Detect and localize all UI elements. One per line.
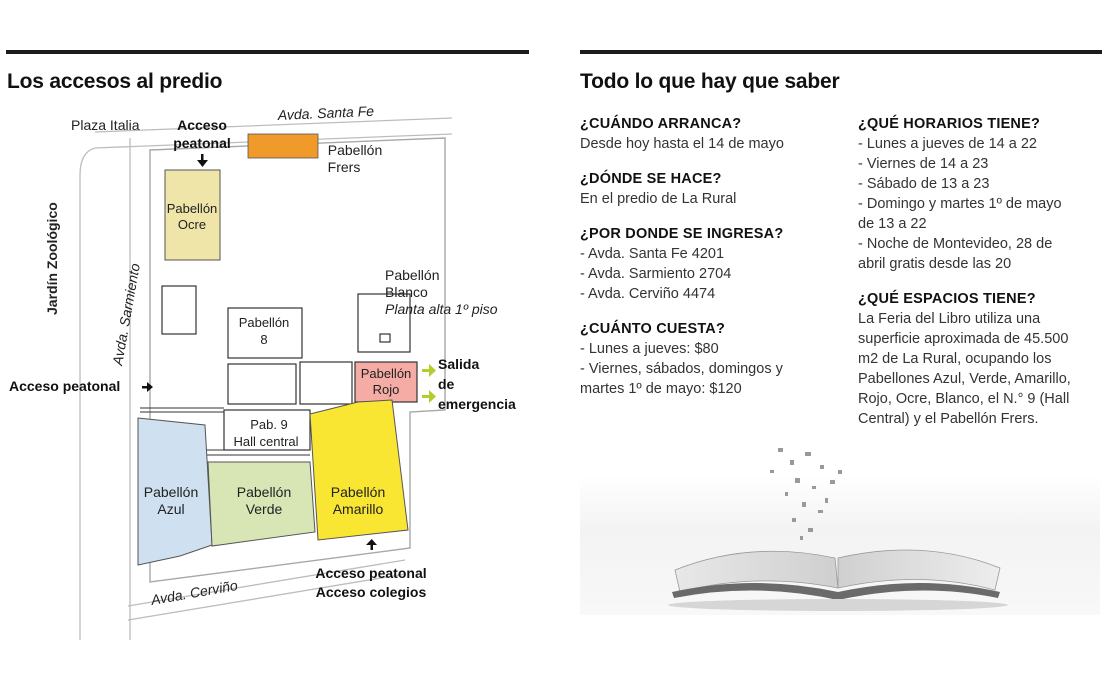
label-azul-2: Azul [157, 501, 184, 517]
label-ocre-2: Ocre [178, 217, 206, 232]
label-p8-1: Pabellón [239, 315, 290, 330]
answer-spaces: La Feria del Libro utiliza una superfici… [858, 311, 1071, 427]
answer-cost: - Lunes a jueves: $80 - Viernes, sábados… [580, 341, 783, 397]
answer-entrance: - Avda. Santa Fe 4201 - Avda. Sarmiento … [580, 246, 732, 302]
access-top-arrow-icon [197, 154, 208, 167]
access-top-1: Acceso [177, 117, 227, 133]
question-entrance: ¿POR DONDE SE INGRESA? [580, 226, 784, 242]
exit-2: de [438, 376, 455, 392]
label-verde-1: Pabellón [237, 484, 292, 500]
question-when: ¿CUÁNDO ARRANCA? [580, 116, 742, 132]
pavilion-frers-shape [247, 133, 319, 159]
answer-where: En el predio de La Rural [580, 191, 737, 207]
label-amarillo-2: Amarillo [333, 501, 384, 517]
answer-when: Desde hoy hasta el 14 de mayo [580, 136, 784, 152]
label-blanco-2: Blanco [385, 284, 428, 300]
ground-outline [149, 137, 446, 583]
pavilion-azul-shape [137, 417, 213, 566]
flying-letters [770, 448, 842, 540]
block-b [299, 361, 353, 405]
label-blanco-1: Pabellón [385, 267, 440, 283]
info-title: Todo lo que hay que saber [580, 70, 840, 93]
info-column-left: ¿CUÁNDO ARRANCA? Desde hoy hasta el 14 d… [580, 116, 840, 416]
street-sarmiento: Avda. Sarmiento [109, 262, 143, 368]
place-jardin-zoologico: Jardín Zoológico [44, 202, 60, 315]
access-bottom-1: Acceso peatonal [315, 565, 426, 581]
street-lines [79, 117, 453, 640]
pavilion-ocre-shape [164, 169, 221, 261]
place-plaza-italia: Plaza Italia [71, 117, 140, 133]
book-cover [672, 583, 1000, 600]
question-hours: ¿QUÉ HORARIOS TIENE? [858, 116, 1041, 132]
pavilion-amarillo-shape [309, 399, 409, 541]
exit-1: Salida [438, 356, 479, 372]
answer-hours: - Lunes a jueves de 14 a 22 - Viernes de… [858, 136, 1062, 272]
map-title: Los accesos al predio [7, 70, 223, 93]
left-header-rule [6, 50, 529, 54]
label-rojo-1: Pabellón [361, 366, 412, 381]
label-ocre-1: Pabellón [167, 201, 218, 216]
pavilion-verde-shape [207, 461, 316, 547]
label-azul-1: Pabellón [144, 484, 199, 500]
book-right-page [837, 549, 1001, 591]
access-top-2: peatonal [173, 135, 231, 151]
question-where: ¿DÓNDE SE HACE? [580, 171, 722, 187]
label-verde-2: Verde [246, 501, 283, 517]
label-blanco-3: Planta alta 1º piso [385, 301, 498, 317]
open-book-illustration [580, 448, 1100, 615]
access-bottom-arrow-icon [366, 539, 377, 550]
minor-building [161, 285, 197, 335]
right-header-rule [580, 50, 1102, 54]
label-frers-1: Pabellón [328, 142, 383, 158]
street-santa-fe: Avda. Santa Fe [276, 103, 374, 123]
pavilion-8-shape [227, 307, 303, 359]
label-p9-2: Hall central [233, 434, 298, 449]
label-p9-1: Pab. 9 [250, 417, 288, 432]
small-kiosk [379, 333, 391, 343]
access-left: Acceso peatonal [9, 378, 120, 394]
block-a [227, 363, 297, 405]
info-column-right: ¿QUÉ HORARIOS TIENE? - Lunes a jueves de… [858, 116, 1108, 446]
book-shadow [668, 599, 1008, 611]
exit-3: emergencia [438, 396, 516, 412]
access-bottom-2: Acceso colegios [316, 584, 427, 600]
label-p8-2: 8 [260, 332, 267, 347]
question-spaces: ¿QUÉ ESPACIOS TIENE? [858, 291, 1036, 307]
question-cost: ¿CUÁNTO CUESTA? [580, 321, 726, 337]
label-amarillo-1: Pabellón [331, 484, 386, 500]
venue-map: Avda. Santa Fe Avda. Sarmiento Avda. Cer… [9, 103, 516, 640]
label-frers-2: Frers [328, 159, 361, 175]
label-rojo-2: Rojo [373, 382, 400, 397]
exit-arrow-icon [422, 364, 436, 403]
access-left-arrow-icon [142, 382, 153, 392]
